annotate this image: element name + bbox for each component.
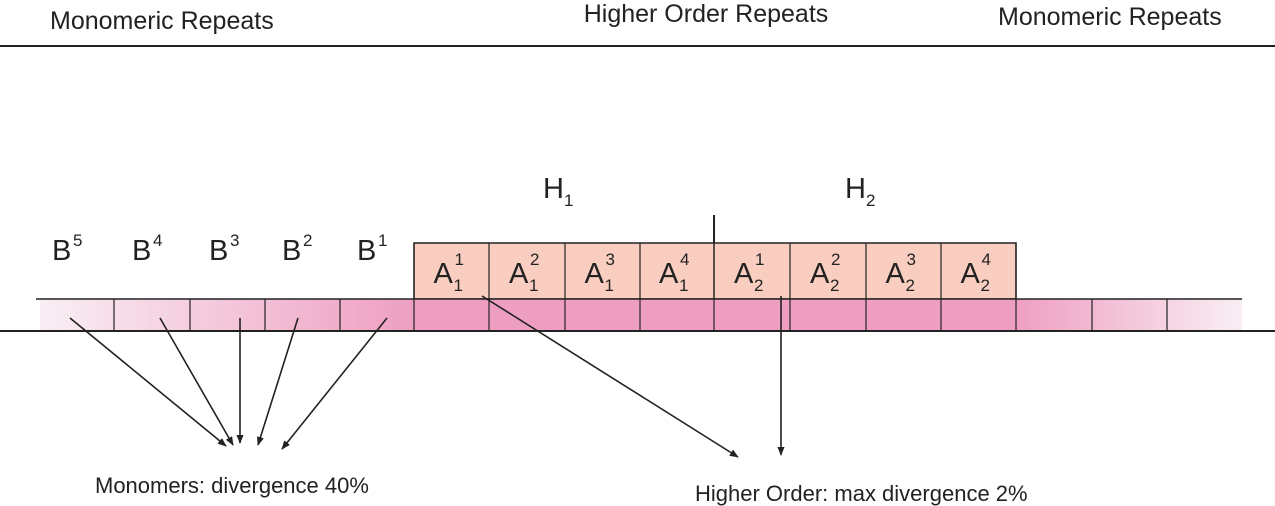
svg-text:A: A <box>810 258 830 290</box>
svg-text:B: B <box>132 235 151 267</box>
svg-text:B: B <box>209 235 228 267</box>
svg-text:B: B <box>357 235 376 267</box>
svg-text:1: 1 <box>755 250 764 269</box>
svg-text:5: 5 <box>73 231 82 250</box>
svg-text:1: 1 <box>455 250 464 269</box>
svg-text:1: 1 <box>605 276 614 295</box>
arrow-b4 <box>159 317 234 446</box>
svg-text:A: A <box>734 258 754 290</box>
svg-text:3: 3 <box>907 250 916 269</box>
arrow-a1-1 <box>481 295 739 458</box>
svg-text:2: 2 <box>830 276 839 295</box>
svg-text:B: B <box>282 235 301 267</box>
svg-text:1: 1 <box>378 231 387 250</box>
hor-block <box>413 242 1017 300</box>
svg-text:1: 1 <box>679 276 688 295</box>
header-right-label: Monomeric Repeats <box>998 3 1222 31</box>
svg-text:B: B <box>52 235 71 267</box>
hor-strip <box>414 299 1016 331</box>
svg-text:2: 2 <box>906 276 915 295</box>
svg-text:A: A <box>434 258 454 290</box>
arrow-b5 <box>69 317 227 447</box>
monomers-caption: Monomers: divergence 40% <box>95 473 369 498</box>
header-center-label: Higher Order Repeats <box>584 0 829 28</box>
svg-text:4: 4 <box>153 231 162 250</box>
svg-text:H2: H2 <box>845 173 875 210</box>
svg-text:2: 2 <box>530 250 539 269</box>
svg-text:2: 2 <box>981 276 990 295</box>
svg-text:A: A <box>585 258 605 290</box>
monomeric-strip-left <box>40 299 414 331</box>
monomer-arrows <box>69 317 388 450</box>
strip-dividers <box>113 243 1168 331</box>
svg-text:H1: H1 <box>543 173 573 210</box>
svg-text:2: 2 <box>831 250 840 269</box>
header-left-label: Monomeric Repeats <box>50 7 274 35</box>
svg-text:3: 3 <box>606 250 615 269</box>
svg-text:1: 1 <box>529 276 538 295</box>
svg-text:4: 4 <box>982 250 991 269</box>
arrow-b1 <box>281 317 388 450</box>
higher-order-caption: Higher Order: max divergence 2% <box>695 481 1028 506</box>
svg-text:A: A <box>886 258 906 290</box>
arrow-b2 <box>256 317 299 446</box>
monomeric-strip-right <box>1016 299 1242 331</box>
svg-text:3: 3 <box>230 231 239 250</box>
hor-dividers <box>488 243 942 299</box>
hor-unit-label-1: H1 <box>543 173 573 210</box>
hor-unit-label-2: H2 <box>845 173 875 210</box>
svg-text:4: 4 <box>680 250 689 269</box>
svg-text:A: A <box>961 258 981 290</box>
svg-text:2: 2 <box>754 276 763 295</box>
svg-text:2: 2 <box>303 231 312 250</box>
hor-arrows <box>481 295 785 458</box>
svg-text:A: A <box>659 258 679 290</box>
svg-text:A: A <box>509 258 529 290</box>
svg-text:1: 1 <box>454 276 463 295</box>
